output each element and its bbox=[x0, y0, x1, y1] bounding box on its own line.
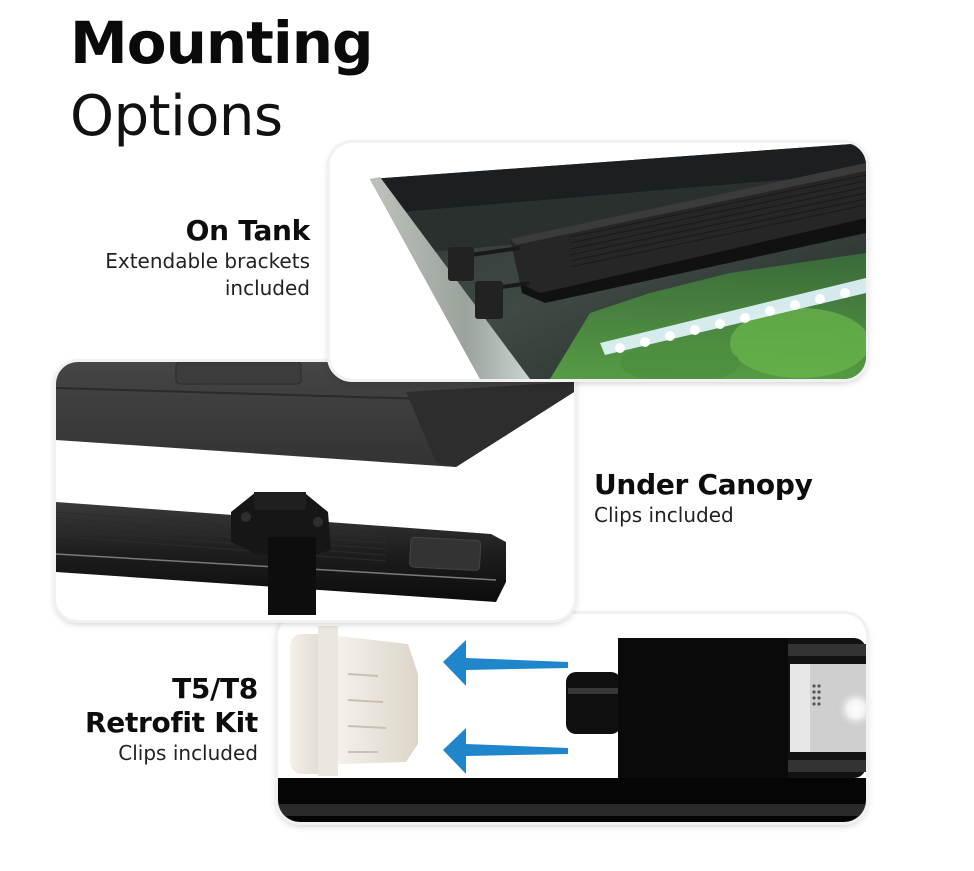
option-subtitle: Clips included bbox=[594, 503, 734, 527]
option-subtitle: included bbox=[224, 276, 310, 300]
canopy-clip-illustration bbox=[56, 362, 574, 620]
arrow-left-icon bbox=[443, 640, 568, 686]
option-subtitle: Clips included bbox=[118, 741, 258, 765]
under-canopy-image-panel bbox=[56, 362, 574, 620]
page-title-light: Options bbox=[70, 84, 283, 149]
retrofit-kit-illustration bbox=[278, 614, 866, 822]
option-title: T5/T8 bbox=[172, 672, 258, 705]
aquarium-light-illustration bbox=[330, 143, 866, 379]
bracket-icon bbox=[475, 281, 503, 319]
option-title: On Tank bbox=[185, 214, 311, 247]
option-under-canopy-label: Under Canopy Clips included bbox=[594, 468, 813, 529]
option-subtitle: Extendable brackets bbox=[105, 249, 310, 273]
option-title: Under Canopy bbox=[594, 468, 813, 501]
option-retrofit-label: T5/T8 Retrofit Kit Clips included bbox=[85, 672, 258, 767]
arrow-left-icon bbox=[443, 728, 568, 774]
option-title: Retrofit Kit bbox=[85, 706, 258, 739]
option-on-tank-label: On Tank Extendable brackets included bbox=[105, 214, 310, 302]
t5-t8-end-cap-icon bbox=[290, 626, 418, 776]
bracket-icon bbox=[448, 247, 474, 281]
page-title-bold: Mounting bbox=[70, 9, 374, 77]
on-tank-image-panel bbox=[330, 143, 866, 379]
canopy-clip-icon bbox=[231, 492, 331, 615]
retrofit-image-panel bbox=[278, 614, 866, 822]
